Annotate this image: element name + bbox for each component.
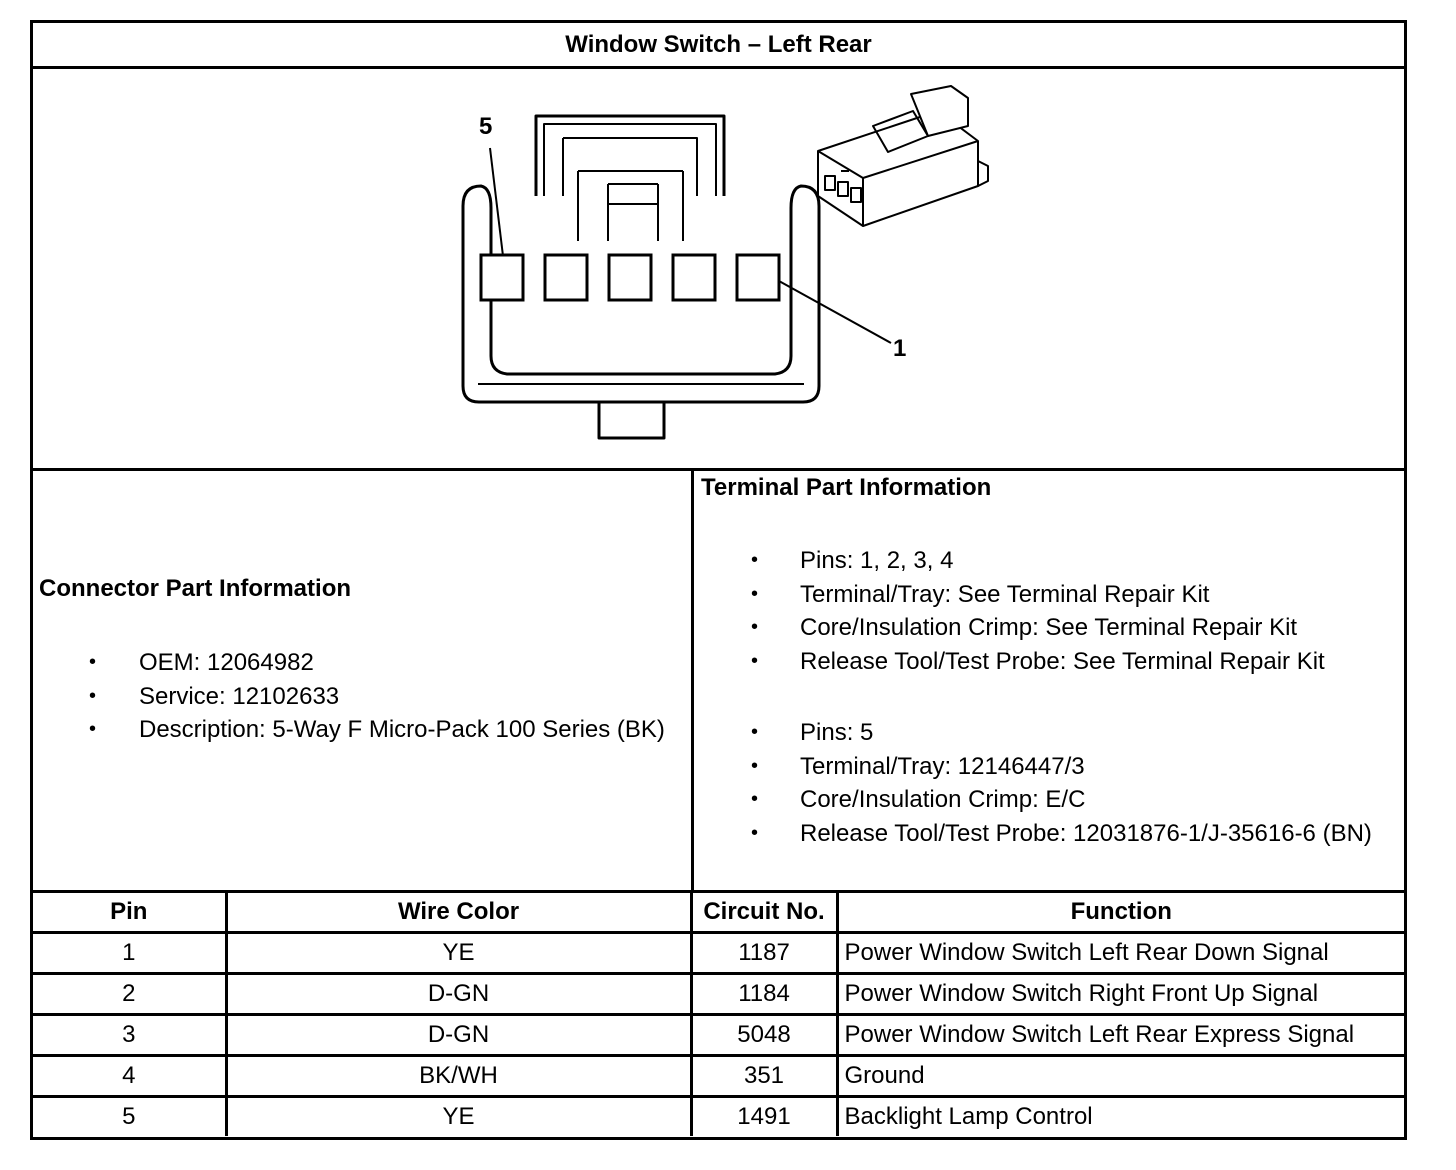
pin-cell: 4 [33, 1054, 226, 1097]
bullet-icon: • [751, 582, 759, 605]
connector-figure: 5 1 [33, 66, 1404, 471]
connector-info-list: •OEM: 12064982 •Service: 12102633 •Descr… [39, 646, 689, 747]
bullet-icon: • [89, 718, 97, 740]
circuit-cell: 351 [689, 1054, 837, 1097]
sheet-title: Window Switch – Left Rear [33, 23, 1404, 69]
terminal-group-1: •Pins: 1, 2, 3, 4 •Terminal/Tray: See Te… [701, 544, 1401, 678]
list-item: •Release Tool/Test Probe: See Terminal R… [701, 645, 1401, 679]
list-item: •Release Tool/Test Probe: 12031876-1/J-3… [701, 817, 1401, 851]
terminal-info-heading: Terminal Part Information [701, 474, 992, 501]
list-item: •Terminal/Tray: 12146447/3 [701, 750, 1401, 784]
pin-table: Pin Wire Color Circuit No. Function 1 YE… [33, 890, 1404, 1136]
function-cell: Ground [835, 1054, 1404, 1097]
list-item: •Core/Insulation Crimp: See Terminal Rep… [701, 611, 1401, 645]
circuit-cell: 5048 [689, 1013, 837, 1056]
connector-iso-view [817, 85, 989, 227]
circuit-cell: 1491 [689, 1095, 837, 1136]
connector-sheet: Window Switch – Left Rear [30, 20, 1407, 1140]
bullet-icon: • [751, 616, 759, 638]
pin-cell: 1 [33, 931, 226, 974]
table-row: 5 YE 1491 Backlight Lamp Control [33, 1095, 1404, 1136]
terminal-group-2: •Pins: 5 •Terminal/Tray: 12146447/3 •Cor… [701, 716, 1401, 850]
cavity-4 [543, 253, 589, 302]
table-row: 4 BK/WH 351 Ground [33, 1054, 1404, 1097]
bullet-icon: • [751, 649, 759, 672]
info-divider [691, 468, 694, 890]
cavity-5 [479, 253, 525, 302]
callout-5-leader [489, 147, 504, 257]
bullet-icon: • [751, 549, 759, 571]
wire-color-cell: D-GN [224, 972, 691, 1015]
list-item: •OEM: 12064982 [39, 646, 689, 680]
table-row: 2 D-GN 1184 Power Window Switch Right Fr… [33, 972, 1404, 1015]
connector-tab [597, 402, 666, 440]
function-cell: Power Window Switch Right Front Up Signa… [835, 972, 1404, 1015]
bullet-icon: • [751, 754, 759, 777]
circuit-cell: 1184 [689, 972, 837, 1015]
part-info-section: Connector Part Information •OEM: 1206498… [33, 468, 1404, 890]
list-item: •Pins: 5 [701, 716, 1401, 750]
cavity-2 [671, 253, 717, 302]
bullet-icon: • [89, 651, 97, 673]
table-row: 3 D-GN 5048 Power Window Switch Left Rea… [33, 1013, 1404, 1056]
pin-cell: 2 [33, 972, 226, 1015]
function-cell: Backlight Lamp Control [835, 1095, 1404, 1136]
function-cell: Power Window Switch Left Rear Down Signa… [835, 931, 1404, 974]
wire-color-cell: BK/WH [224, 1054, 691, 1097]
pin-cell: 5 [33, 1095, 226, 1136]
wire-color-cell: YE [224, 931, 691, 974]
function-cell: Power Window Switch Left Rear Express Si… [835, 1013, 1404, 1056]
col-header-circuit: Circuit No. [689, 890, 837, 933]
bullet-icon: • [751, 721, 759, 743]
col-header-pin: Pin [33, 890, 226, 933]
col-header-function: Function [835, 890, 1404, 933]
list-item: •Core/Insulation Crimp: E/C [701, 783, 1401, 817]
table-header-row: Pin Wire Color Circuit No. Function [33, 890, 1404, 933]
list-item: •Terminal/Tray: See Terminal Repair Kit [701, 578, 1401, 612]
callout-1-leader [778, 280, 892, 344]
list-item: •Pins: 1, 2, 3, 4 [701, 544, 1401, 578]
callout-1-label: 1 [893, 335, 906, 362]
pin-cell: 3 [33, 1013, 226, 1056]
bullet-icon: • [751, 788, 759, 810]
connector-latch [534, 114, 726, 196]
connector-face-drawing: 5 1 [461, 85, 989, 440]
cavity-3 [607, 253, 653, 302]
circuit-cell: 1187 [689, 931, 837, 974]
list-item: •Description: 5-Way F Micro-Pack 100 Ser… [39, 713, 689, 747]
table-row: 1 YE 1187 Power Window Switch Left Rear … [33, 931, 1404, 974]
callout-5-label: 5 [479, 113, 492, 140]
bullet-icon: • [89, 684, 97, 707]
bullet-icon: • [751, 821, 759, 844]
connector-body [461, 184, 821, 404]
connector-info-heading: Connector Part Information [39, 575, 352, 602]
wire-color-cell: YE [224, 1095, 691, 1136]
cavity-1 [735, 253, 781, 302]
list-item: •Service: 12102633 [39, 680, 689, 714]
wire-color-cell: D-GN [224, 1013, 691, 1056]
col-header-wire-color: Wire Color [224, 890, 691, 933]
